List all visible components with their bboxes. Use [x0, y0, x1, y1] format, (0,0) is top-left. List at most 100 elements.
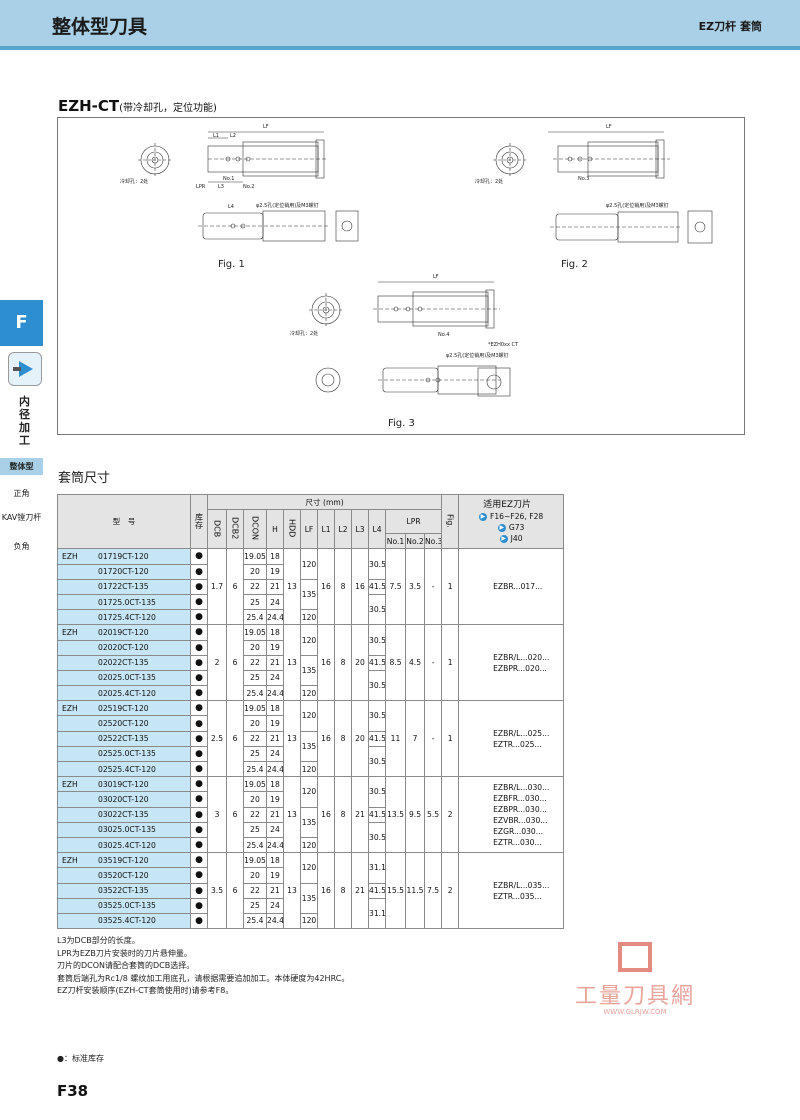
- fig2-pin-label: φ2.5孔(定位销用)及M3螺钉: [606, 203, 669, 209]
- sidebar-item-positive[interactable]: 正角: [13, 489, 30, 498]
- insert-item: EZTR...030...: [493, 837, 542, 847]
- l4-cell: 30.5: [368, 745, 386, 778]
- fig3-note-label: *EZH0xx CT: [488, 342, 519, 348]
- insert-item: EZVBR...030...: [493, 815, 548, 825]
- lf-cell: 120: [300, 852, 318, 884]
- arrow-icon: ▶: [497, 523, 506, 532]
- lpr-no1-cell: 11: [385, 700, 406, 778]
- col-h: H: [266, 509, 284, 550]
- h-cell: 18: [266, 548, 284, 565]
- fig1-coolant-label: 冷却孔：2处: [120, 179, 149, 185]
- dcon-cell: 22: [243, 882, 267, 899]
- h-cell: 24: [266, 593, 284, 611]
- dcon-cell: 19.05: [243, 548, 267, 565]
- subsection-title: 套筒尺寸: [58, 471, 111, 486]
- dcb2-cell: 6: [226, 852, 244, 930]
- l4-cell: 41.5: [368, 654, 386, 671]
- lpr-no2-cell: 4.5: [405, 624, 425, 702]
- model-cell: 02025.4CT-120: [57, 685, 191, 702]
- note-line: 刀片的DCON请配合套筒的DCB选择。: [57, 961, 195, 970]
- l3-cell: 21: [351, 852, 369, 930]
- insert-item: EZGR...030...: [493, 826, 543, 836]
- model-cell: 03525.0CT-135: [57, 897, 191, 914]
- lf-cell: 135: [300, 882, 318, 914]
- page-number: F38: [57, 1082, 89, 1100]
- fig3-pin-label: φ2.5孔(定位销用)及M3螺钉: [446, 353, 509, 359]
- model-cell: 02522CT-135: [57, 730, 191, 747]
- dcon-cell: 20: [243, 715, 267, 732]
- lf-cell: 120: [300, 836, 318, 854]
- dcon-cell: 19.05: [243, 852, 267, 869]
- fig1-label: Fig. 1: [218, 259, 245, 270]
- insert-item: EZBPR...020...: [493, 663, 547, 673]
- insert-item: EZBR/L...035...: [493, 880, 550, 890]
- insert-item: EZBR...017...: [493, 582, 543, 592]
- fig2-label: Fig. 2: [561, 259, 588, 270]
- stock-dot: ●: [190, 806, 208, 823]
- lf-cell: 135: [300, 578, 318, 611]
- l3-cell: 20: [351, 700, 369, 778]
- l4-cell: 30.5: [368, 700, 386, 732]
- lf-cell: 120: [300, 548, 318, 580]
- stock-dot: ●: [190, 897, 208, 914]
- stock-dot: ●: [190, 548, 208, 565]
- header-title: 整体型刀具: [52, 16, 148, 38]
- h-cell: 24.4: [266, 760, 284, 778]
- stock-dot: ●: [190, 776, 208, 793]
- dcon-cell: 25: [243, 897, 267, 914]
- h-cell: 18: [266, 776, 284, 793]
- l4-cell: 30.5: [368, 593, 386, 626]
- h-cell: 19: [266, 715, 284, 732]
- model-cell: 03020CT-120: [57, 791, 191, 808]
- model-cell: 02525.4CT-120: [57, 760, 191, 778]
- applicable-inserts-cell: EZBR/L...030...EZBFR...030...EZBPR...030…: [458, 776, 565, 854]
- dcon-cell: 25: [243, 669, 267, 687]
- dcon-cell: 20: [243, 639, 267, 656]
- hdd-cell: 13: [283, 624, 301, 702]
- header-applicable: 适用EZ刀片 ▶F16~F26, F28 ▶G73 ▶J40: [458, 493, 565, 550]
- fig1-l2-label: L2: [230, 133, 236, 139]
- model-cell: 02525.0CT-135: [57, 745, 191, 763]
- col-lpr: LPR: [384, 509, 443, 535]
- lpr-no3-cell: -: [423, 548, 443, 626]
- dcon-cell: 22: [243, 730, 267, 747]
- dcon-cell: 25.4: [243, 760, 267, 778]
- sidebar-item-negative[interactable]: 负角: [13, 542, 30, 551]
- sidebar-tab-f[interactable]: F: [0, 300, 43, 346]
- fig2-lf-label: LF: [606, 124, 612, 130]
- hdd-cell: 13: [283, 700, 301, 778]
- stock-dot: ●: [190, 760, 208, 778]
- lf-cell: 120: [300, 609, 318, 626]
- insert-item: EZBR/L...030...: [493, 782, 550, 792]
- h-cell: 21: [266, 882, 284, 899]
- h-cell: 18: [266, 624, 284, 641]
- lf-cell: 120: [300, 776, 318, 808]
- arrow-icon: ▶: [499, 534, 508, 543]
- sidebar-item-kav[interactable]: KAV镗刀杆: [1, 513, 42, 522]
- l4-cell: 31.1: [368, 852, 386, 884]
- col-l3: L3: [351, 509, 369, 550]
- stock-dot: ●: [190, 578, 208, 595]
- sidebar-item-solid[interactable]: 整体型: [0, 458, 43, 475]
- l1-cell: 16: [317, 548, 335, 626]
- lf-cell: 135: [300, 806, 318, 838]
- l4-cell: 30.5: [368, 548, 386, 580]
- h-cell: 24: [266, 897, 284, 914]
- fig1-pin-label: φ2.5孔(定位销用)及M3螺钉: [256, 203, 319, 209]
- dcb-cell: 2: [207, 624, 227, 702]
- dcon-cell: 25: [243, 593, 267, 611]
- l1-cell: 16: [317, 700, 335, 778]
- stock-dot: ●: [190, 836, 208, 854]
- fig3-coolant-label: 冷却孔：2处: [290, 331, 319, 337]
- lpr-no2-cell: 7: [405, 700, 425, 778]
- h-cell: 24: [266, 669, 284, 687]
- fig-cell: 1: [441, 548, 460, 626]
- h-cell: 24: [266, 821, 284, 838]
